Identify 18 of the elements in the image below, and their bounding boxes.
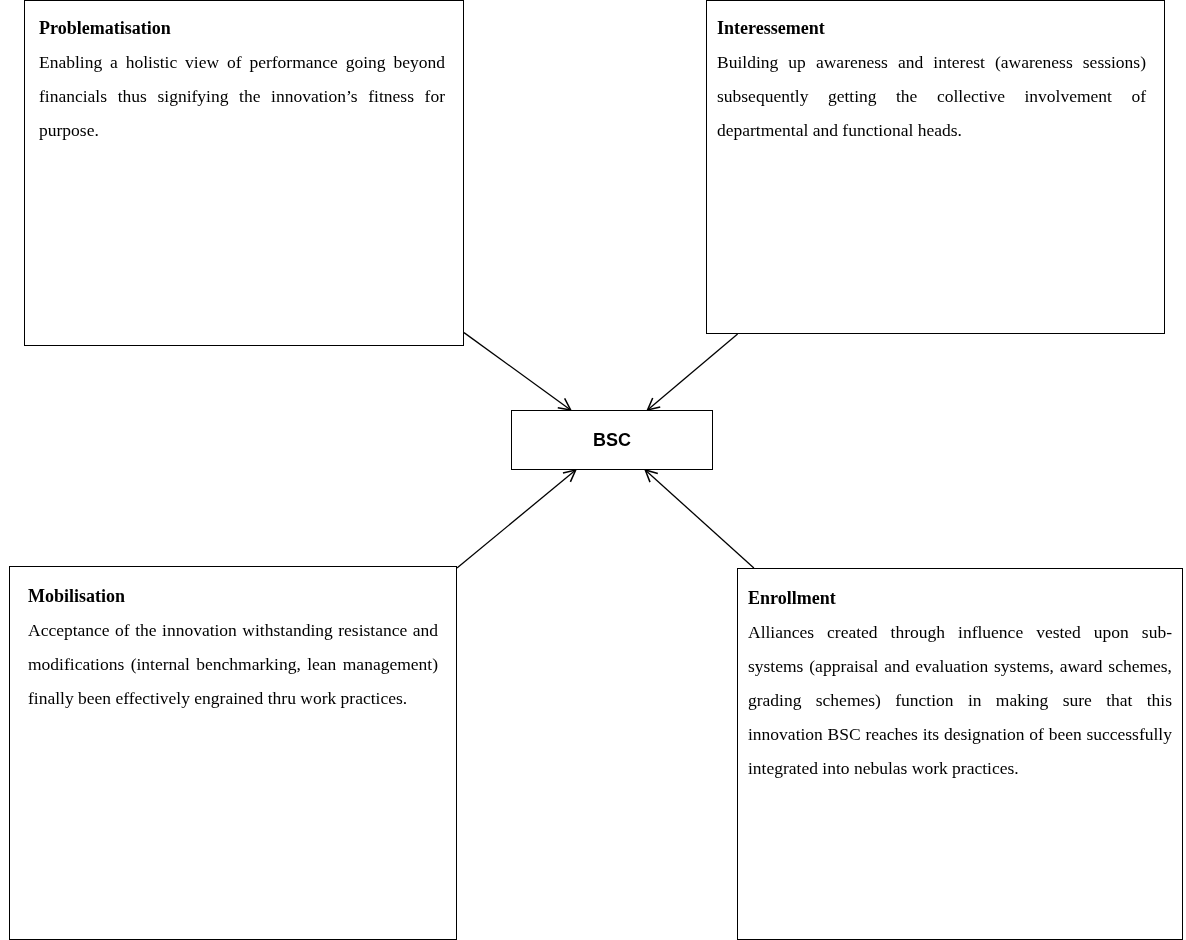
concept-label: BSC <box>593 429 631 451</box>
stage-box <box>737 568 1183 940</box>
arrow <box>456 469 577 569</box>
stage-title: Interessement <box>717 17 826 40</box>
arrow <box>644 469 755 569</box>
stage-title: Mobilisation <box>28 585 126 608</box>
arrow <box>646 333 739 411</box>
stage-title: Problematisation <box>39 17 172 40</box>
stage-title: Enrollment <box>748 587 837 610</box>
stage-description: Alliances created through influence vested upon sub- systems (appraisal and evaluation systems, award schemes, grading schemes) function in making sure that this innovation BSC reaches its designation of been successfully integrated into nebulas work practices. <box>748 621 1172 780</box>
stage-box <box>706 0 1165 334</box>
concept-box <box>511 410 713 470</box>
stage-description: Enabling a holistic view of performance going beyond financials thus signifying the innovation’s fitness for purpose. <box>39 51 445 142</box>
stage-box <box>9 566 457 940</box>
stage-description: Building up awareness and interest (awareness sessions) subsequently getting the collective involvement of departmental and functional heads. <box>717 51 1146 142</box>
arrow <box>463 331 572 411</box>
stage-description: Acceptance of the innovation withstanding resistance and modifications (internal benchmarking, lean management) finally been effectively engrained thru work practices. <box>28 619 438 710</box>
stage-box <box>24 0 464 346</box>
